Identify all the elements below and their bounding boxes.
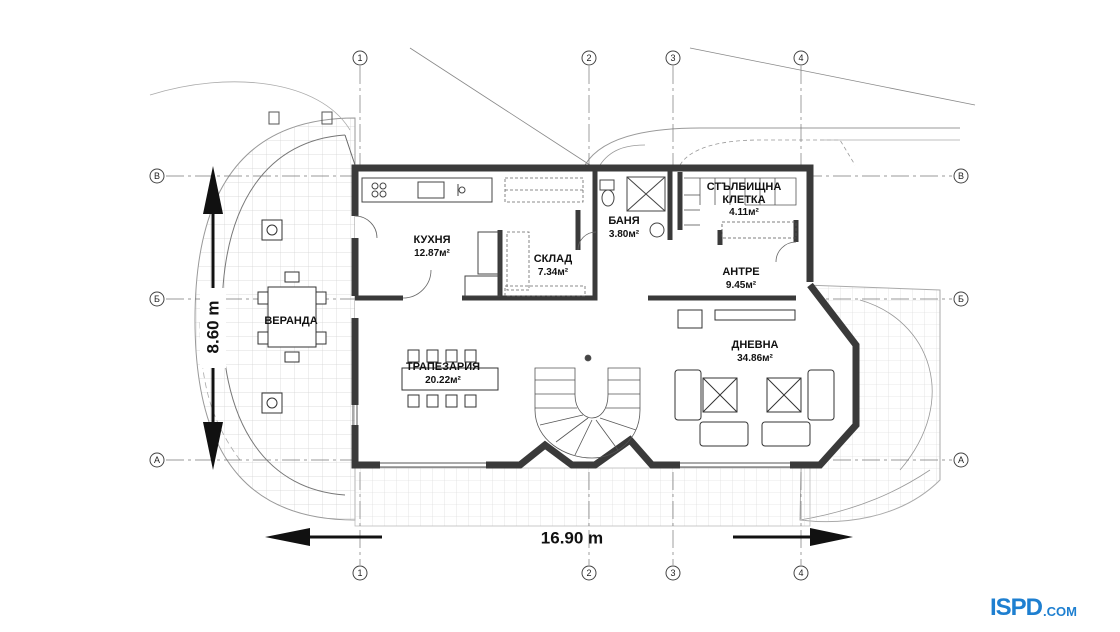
logo-brand: ISPD: [990, 594, 1043, 621]
room-area-stairwell: 4.11м²: [729, 207, 759, 218]
room-label-stairwell-2: КЛЕТКА: [722, 194, 765, 206]
room-area-bathroom: 3.80м²: [609, 229, 640, 240]
svg-text:1: 1: [357, 568, 362, 578]
spiral-staircase: [534, 354, 641, 459]
svg-text:2: 2: [586, 53, 591, 63]
svg-text:2: 2: [586, 568, 591, 578]
svg-text:В: В: [958, 171, 964, 181]
room-label-veranda: ВЕРАНДА: [264, 315, 317, 327]
site-logo: ISPD .COM: [990, 592, 1077, 624]
svg-text:1: 1: [357, 53, 362, 63]
svg-text:Б: Б: [958, 294, 964, 304]
svg-text:4: 4: [798, 568, 803, 578]
axis-markers: 1 2 3 4 1 2 3 4 В Б А В Б А: [149, 50, 969, 581]
room-label-bathroom: БАНЯ: [608, 215, 639, 227]
doors: [354, 215, 797, 299]
room-label-stairwell-1: СТЪЛБИЩНА: [707, 181, 782, 193]
dining-table: [401, 349, 499, 408]
room-area-dining: 20.22м²: [425, 375, 461, 386]
svg-text:4: 4: [798, 53, 803, 63]
room-label-storage: СКЛАД: [534, 253, 573, 265]
room-label-hall: АНТРЕ: [722, 266, 759, 278]
width-dimension: 16.90 m: [265, 528, 853, 548]
svg-text:3: 3: [670, 53, 675, 63]
svg-text:А: А: [958, 455, 964, 465]
svg-text:А: А: [154, 455, 160, 465]
room-label-kitchen: КУХНЯ: [413, 234, 450, 246]
room-labels: КУХНЯ 12.87м² СКЛАД 7.34м² БАНЯ 3.80м² С…: [264, 181, 781, 386]
veranda-table: [257, 219, 327, 414]
living-furniture: [674, 309, 835, 447]
svg-text:3: 3: [670, 568, 675, 578]
room-area-living: 34.86м²: [737, 353, 773, 364]
room-area-hall: 9.45м²: [726, 280, 757, 291]
stairwell-stairs: [684, 177, 797, 239]
exterior-walls: [351, 164, 860, 469]
window-openings: [352, 405, 790, 468]
room-label-living: ДНЕВНА: [732, 339, 779, 351]
room-area-storage: 7.34м²: [538, 267, 569, 278]
storage-shelves: [504, 177, 586, 297]
height-dimension: 8.60 m: [200, 166, 226, 470]
bathroom-fixtures: [599, 176, 666, 238]
width-dimension-label: 16.90 m: [541, 529, 603, 548]
room-label-dining: ТРАПЕЗАРИЯ: [406, 361, 480, 373]
height-dimension-label: 8.60 m: [204, 301, 223, 354]
entrance-steps: [409, 47, 976, 166]
svg-text:В: В: [154, 171, 160, 181]
svg-text:Б: Б: [154, 294, 160, 304]
room-area-kitchen: 12.87м²: [414, 248, 450, 259]
logo-suffix: .COM: [1043, 603, 1077, 619]
kitchen-counter: [361, 177, 501, 297]
front-terrace: [354, 467, 811, 527]
